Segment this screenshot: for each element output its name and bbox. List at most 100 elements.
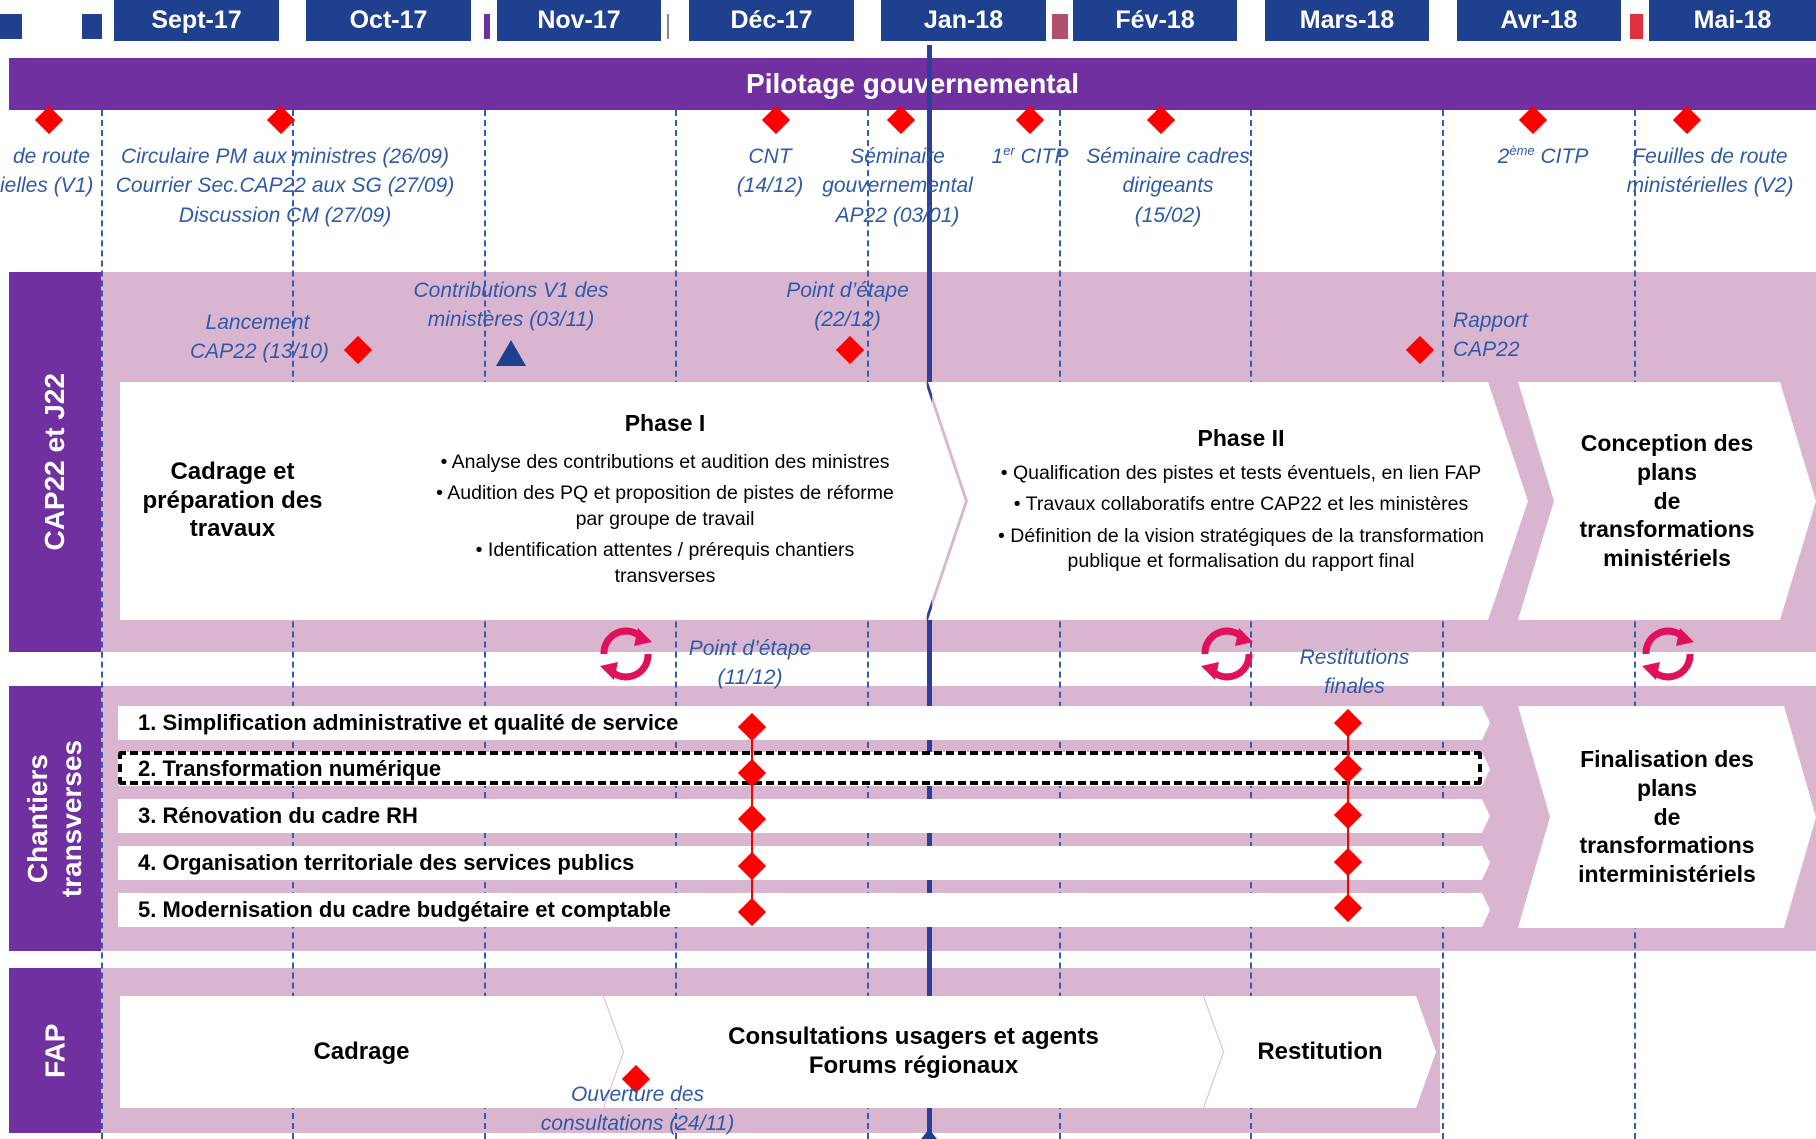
chevron-shape	[1204, 996, 1436, 1108]
milestone-feuilles-v2: Feuilles de route ministérielles (V2)	[1616, 142, 1804, 201]
fap-label: FAP	[9, 968, 101, 1133]
chevron-shape	[1518, 706, 1816, 928]
stream-shape	[118, 706, 1490, 740]
stream-shape	[118, 752, 1490, 786]
pilotage-band	[9, 58, 1816, 110]
milestone-cnt: CNT (14/12)	[720, 142, 820, 201]
milestone-line: Séminaire	[850, 145, 945, 168]
phase2-bullet: Travaux collaboratifs entre CAP22 et les…	[1014, 492, 1469, 517]
phase1-bullet: Identification attentes / prérequis chan…	[425, 538, 905, 589]
milestone-line: ielles (V1)	[0, 174, 94, 198]
ann-lancement: Lancement CAP22 (13/10)	[190, 308, 329, 367]
ann-line: Point d’étape	[688, 637, 812, 660]
month-oct: Oct-17	[306, 0, 471, 41]
milestone-line: 1	[991, 145, 1004, 168]
header-tick	[1630, 14, 1643, 39]
milestone-feuilles-v1: de route ielles (V1)	[0, 142, 94, 201]
phase2-title: Phase II	[1197, 424, 1285, 451]
month-sept: Sept-17	[114, 0, 279, 41]
ann-point-etape-2: Point d’étape (11/12)	[670, 634, 830, 693]
milestone-line: Séminaire cadres	[1086, 145, 1250, 168]
finalisation-line: de	[1653, 803, 1681, 830]
grid-line	[1250, 110, 1252, 1139]
header-tick	[667, 14, 669, 39]
grid-line	[1059, 110, 1061, 1139]
consultations-line: Consultations usagers et agents	[728, 1023, 1099, 1051]
milestone-diamond	[1146, 105, 1176, 135]
cadrage-text: Cadrage et préparation des travaux	[120, 382, 345, 620]
cycle-arrows-icon	[1201, 627, 1253, 681]
finalisation-line: plans	[1636, 774, 1698, 801]
chantiers-label-line1: Chantiers	[22, 753, 54, 884]
fap-cadrage-text: Cadrage	[313, 1038, 410, 1065]
ann-line: CAP22 (13/10)	[190, 340, 329, 364]
fap-consultations-text: Consultations usagers et agents Forums r…	[624, 996, 1203, 1108]
phase1-box: Phase I Analyse des contributions et aud…	[345, 382, 965, 620]
milestone-diamond	[266, 105, 296, 135]
ann-point-etape-1: Point d’étape (22/12)	[770, 276, 925, 335]
cap22-label-band	[9, 272, 101, 652]
grid-line	[484, 110, 486, 1139]
ann-line: Lancement	[205, 311, 310, 334]
phase2-box: Phase II Qualification des pistes et tes…	[928, 382, 1528, 620]
month-fev: Fév-18	[1073, 0, 1237, 41]
grid-line	[1634, 110, 1636, 1139]
stream-shape	[118, 846, 1490, 880]
chantiers-label-text: Chantiers transverses	[21, 740, 88, 897]
phase2-bullet: Définition de la vision stratégiques de …	[996, 524, 1486, 575]
ann-restitutions: Restitutions finales	[1282, 643, 1427, 702]
finalisation-line: Finalisation des	[1580, 746, 1754, 773]
milestone-line: CITP	[1534, 145, 1589, 168]
cap22-label: CAP22 et J22	[9, 272, 101, 652]
chevron-shape	[120, 382, 385, 620]
stream-budgetaire: 5. Modernisation du cadre budgétaire et …	[138, 897, 671, 922]
milestone-line: dirigeants	[1122, 174, 1214, 198]
grid-line	[101, 110, 103, 1139]
milestone-line: de route	[12, 145, 90, 168]
phase1-bullet: Analyse des contributions et audition de…	[440, 450, 890, 475]
milestone-line: AP22 (03/01)	[835, 203, 960, 227]
conception-box: Conception des plans de transformations …	[1518, 382, 1816, 620]
ann-line: CAP22	[1453, 338, 1520, 362]
month-nov: Nov-17	[497, 0, 661, 41]
milestone-line: ministérielles (V2)	[1626, 174, 1794, 198]
ann-line: (22/12)	[814, 308, 881, 332]
milestone-line: (14/12)	[736, 174, 804, 198]
conception-line: ministériels	[1603, 545, 1731, 572]
stream-simplification: 1. Simplification administrative et qual…	[138, 710, 679, 735]
milestone-circulaire: Circulaire PM aux ministres (26/09) Cour…	[110, 142, 460, 230]
cycle-arrows-icon	[600, 627, 652, 681]
finalisation-box: Finalisation des plans de transformation…	[1518, 706, 1816, 928]
month-dec: Déc-17	[689, 0, 854, 41]
header-tick-left	[0, 14, 22, 39]
phase2-content: Phase II Qualification des pistes et tes…	[996, 382, 1486, 620]
ann-line: Point d’étape	[786, 279, 909, 302]
ann-line: (11/12)	[717, 666, 783, 690]
conception-line: transformations	[1579, 516, 1755, 543]
cadrage-box: Cadrage et préparation des travaux	[120, 382, 385, 620]
grid-line	[675, 110, 677, 1139]
conception-line: plans	[1636, 458, 1698, 485]
month-avr: Avr-18	[1457, 0, 1621, 41]
chantiers-label-band	[9, 686, 101, 951]
milestone-seminaire-cadres: Séminaire cadres dirigeants (15/02)	[1078, 142, 1258, 230]
stream-territoriale: 4. Organisation territoriale des service…	[138, 850, 635, 875]
phase1-content: Phase I Analyse des contributions et aud…	[425, 382, 905, 620]
ann-line: Ouverture des	[570, 1083, 705, 1106]
month-mars: Mars-18	[1265, 0, 1429, 41]
chantiers-label: Chantiers transverses	[9, 686, 101, 951]
stream-rh: 3. Rénovation du cadre RH	[138, 803, 418, 828]
milestone-line: gouvernemental	[822, 174, 973, 198]
phase2-bullet: Qualification des pistes et tests éventu…	[1001, 461, 1481, 486]
month-jan: Jan-18	[881, 0, 1046, 41]
chantiers-label-line2: transverses	[56, 739, 88, 898]
milestone-sup: ème	[1509, 143, 1535, 158]
fap-label-text: FAP	[39, 1023, 71, 1078]
milestone-line: Circulaire PM aux ministres (26/09)	[121, 145, 449, 168]
fap-restitution-text: Restitution	[1257, 1038, 1383, 1065]
cycle-arrows-icon	[1642, 627, 1694, 681]
milestone-diamond	[886, 105, 916, 135]
milestone-line: 2	[1497, 145, 1510, 168]
milestone-line: Courrier Sec.CAP22 aux SG (27/09)	[115, 174, 455, 198]
conception-line: Conception des	[1580, 430, 1754, 457]
